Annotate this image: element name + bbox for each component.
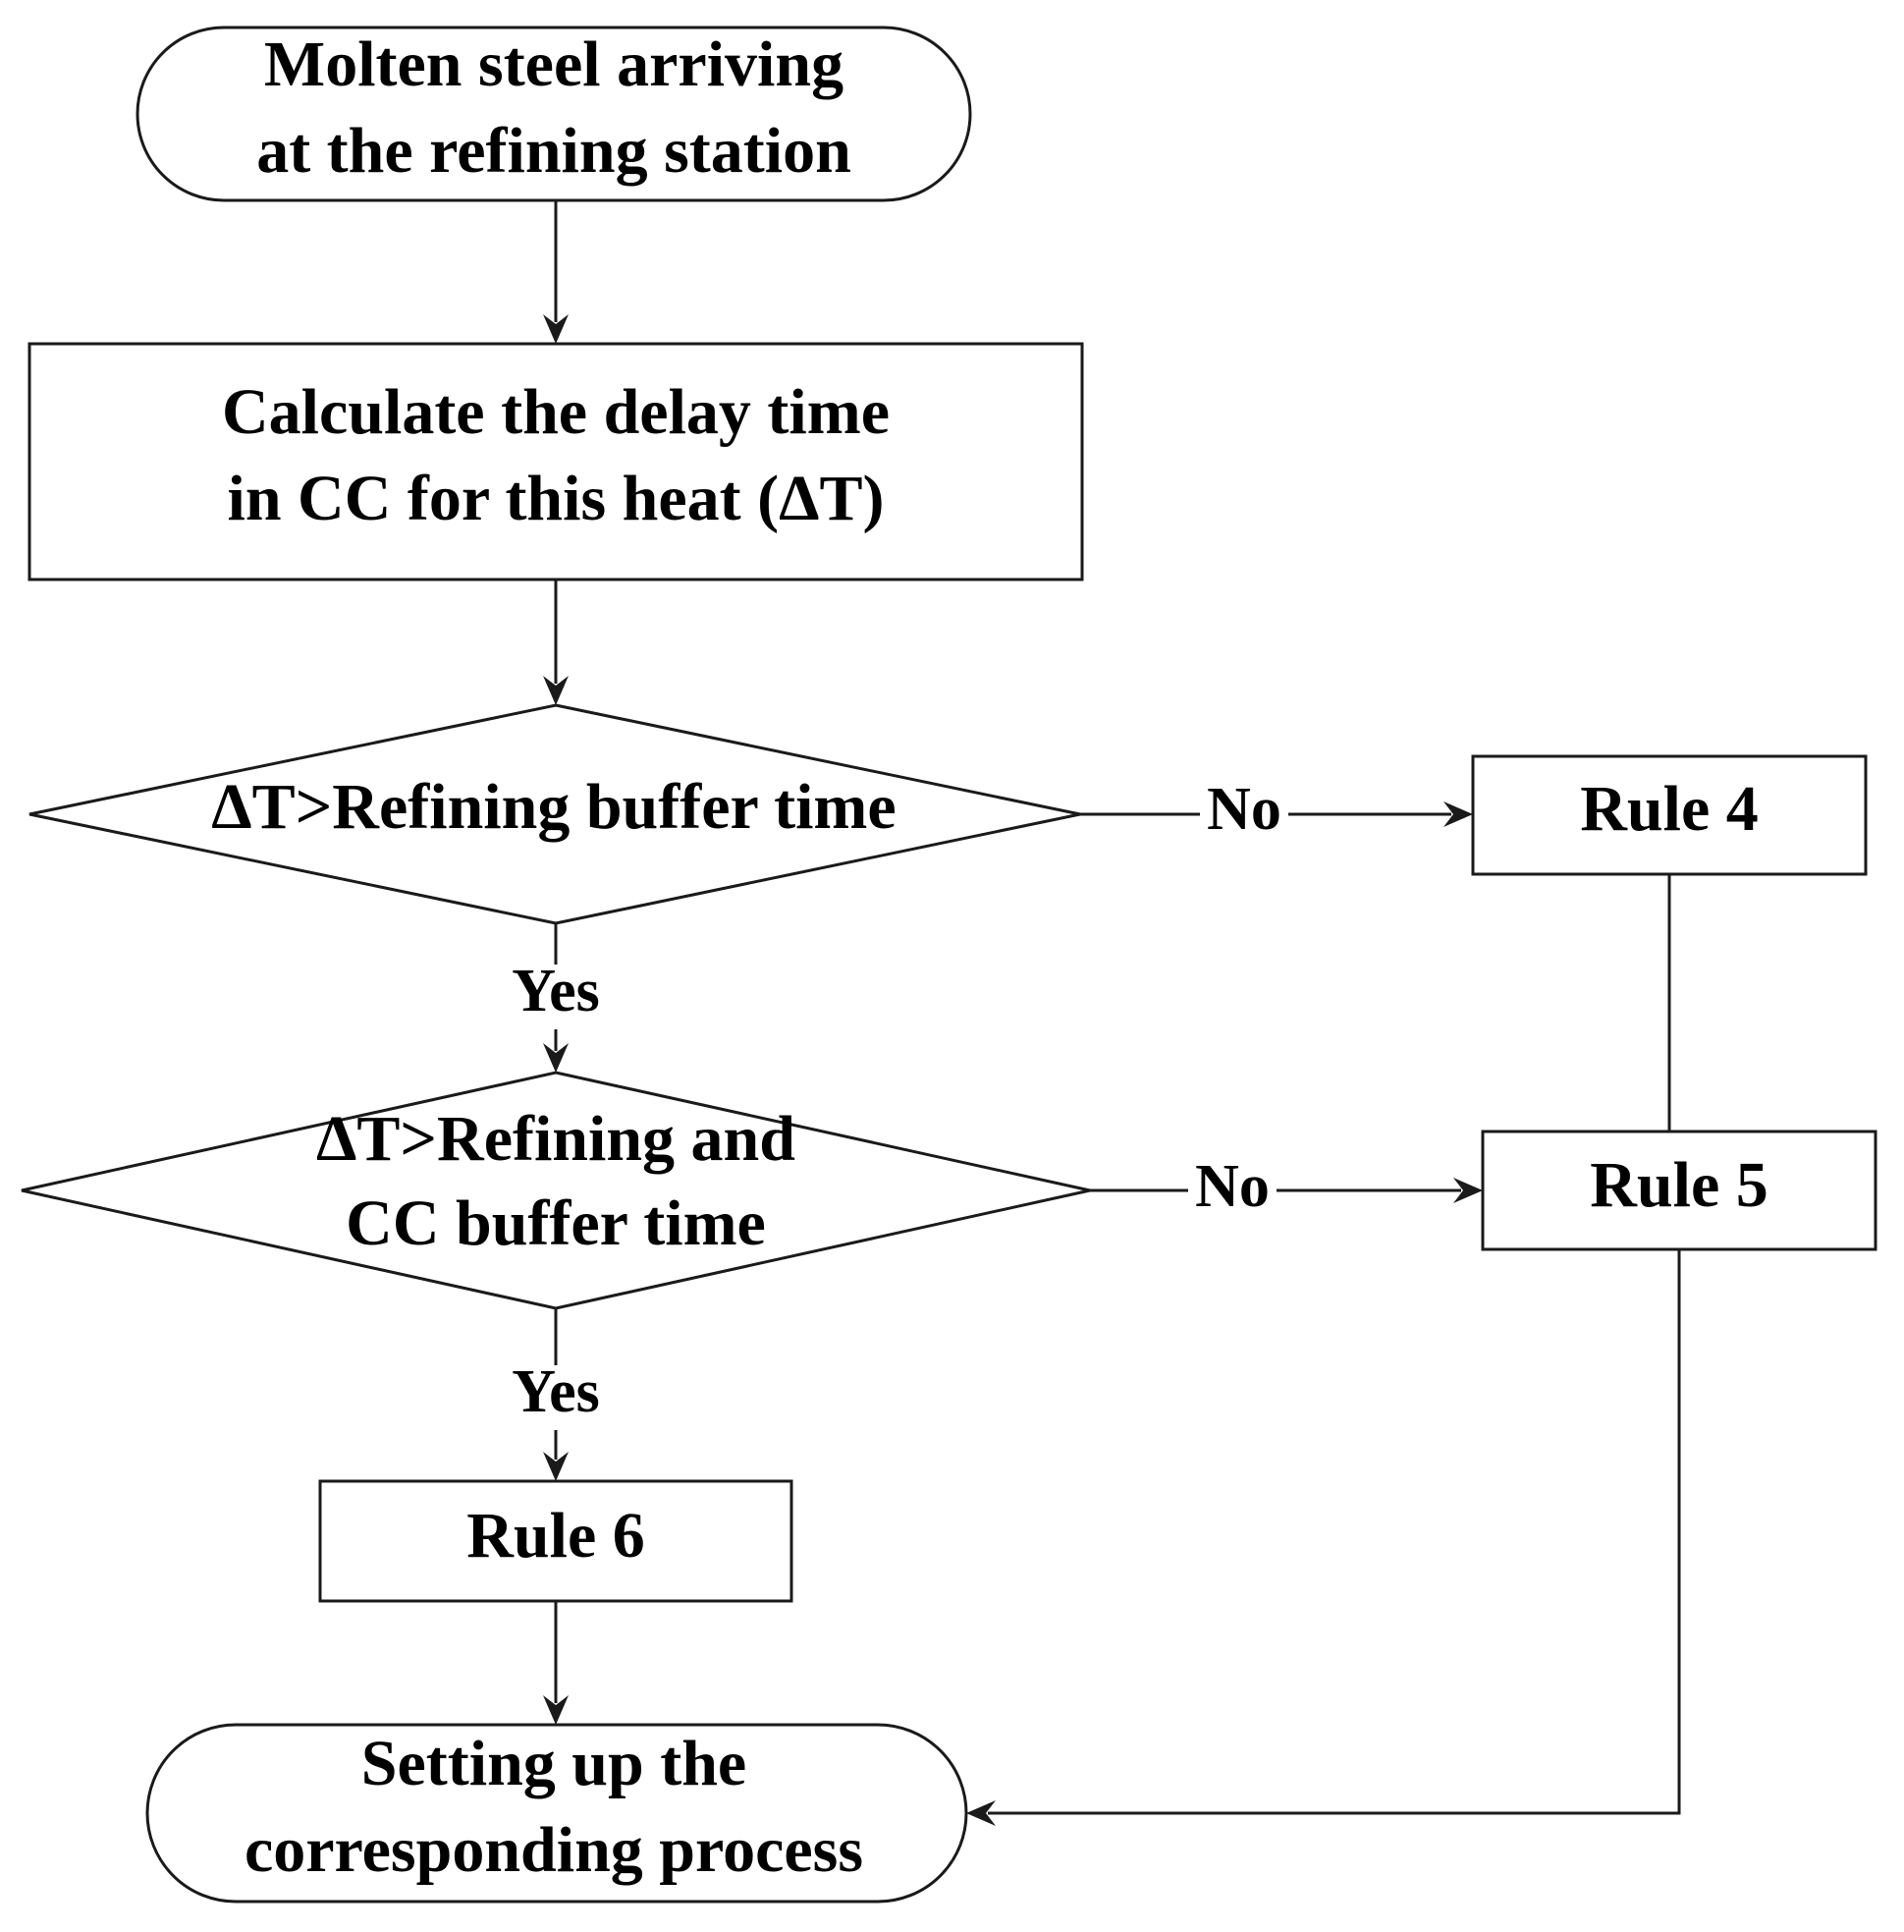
edge-rule6-to-end: [543, 1601, 569, 1725]
label-bg: [499, 1365, 613, 1430]
decision1-yes-label: Yes: [512, 958, 600, 1024]
arrowhead-icon: [1453, 1178, 1483, 1203]
start-terminal: [136, 26, 972, 202]
arrowhead-icon: [543, 676, 569, 705]
arrowhead-icon: [543, 1043, 569, 1073]
edge-rule5-to-end: [966, 1249, 1681, 1826]
calc-process-box: [27, 342, 1084, 581]
decision2-yes-label: Yes: [512, 1358, 600, 1425]
arrowhead-icon: [543, 1452, 569, 1481]
arrowhead-icon: [1443, 801, 1473, 827]
edge-calc-to-decision1: [543, 580, 569, 705]
rule4-text: Rule 4: [1580, 773, 1759, 845]
decision2-no-label: No: [1195, 1153, 1270, 1220]
decision1-no-label: No: [1207, 776, 1281, 843]
decision1-text: ΔT>Refining buffer time: [211, 771, 896, 843]
edge-start-to-calc: [543, 200, 569, 344]
calc-text-line-2: in CC for this heat (ΔT): [228, 463, 885, 534]
arrowhead-icon: [966, 1800, 996, 1826]
start-text-line-1: Molten steel arriving: [264, 28, 843, 100]
rule5-text: Rule 5: [1590, 1149, 1768, 1221]
rule5-box: [1481, 1130, 1877, 1251]
end-text-line-2: corresponding process: [245, 1814, 863, 1886]
arrowhead-icon: [543, 314, 569, 344]
rule6-text: Rule 6: [466, 1500, 645, 1572]
start-text-line-2: at the refining station: [256, 115, 851, 187]
decision2-text-line-1: ΔT>Refining and: [316, 1103, 795, 1175]
label-bg: [1200, 782, 1288, 847]
edge-decision2-no-to-rule5: [1090, 1178, 1483, 1203]
label-bg: [499, 965, 613, 1029]
decision2-text-line-2: CC buffer time: [346, 1187, 766, 1259]
arrowhead-icon: [543, 1695, 569, 1725]
end-text-line-1: Setting up the: [361, 1728, 746, 1799]
label-bg: [1188, 1159, 1277, 1224]
calc-text-line-1: Calculate the delay time: [222, 376, 890, 448]
